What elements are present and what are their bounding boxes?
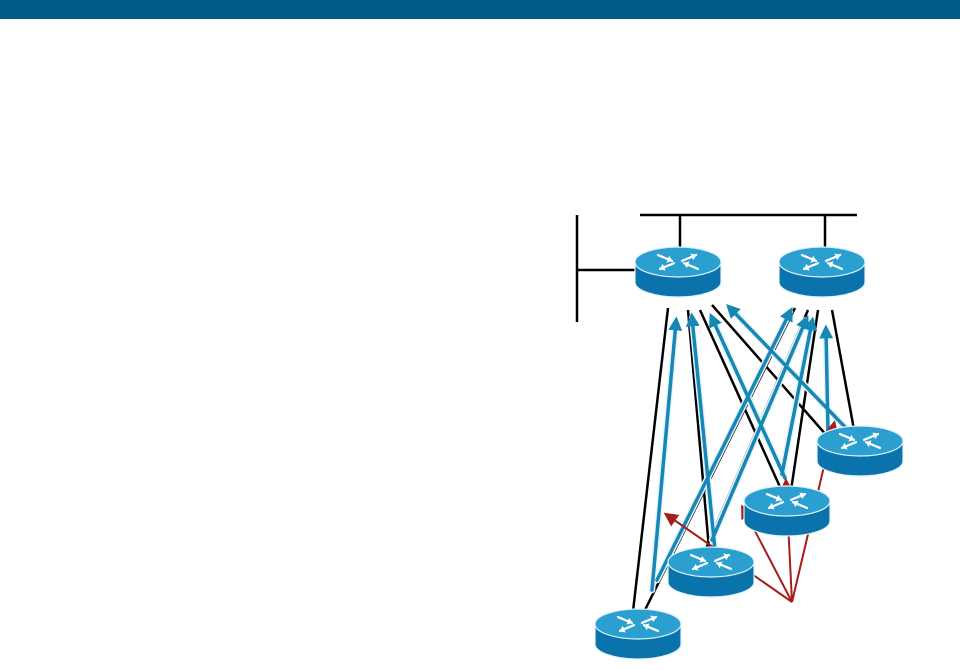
link-r2-r3 — [830, 309, 857, 436]
router-top — [816, 425, 904, 457]
router-top — [743, 485, 831, 517]
router-icon — [656, 253, 700, 271]
router-top — [778, 246, 866, 278]
link-r1-r3 — [711, 304, 829, 438]
path-r5-r2 — [710, 314, 810, 542]
router-r1 — [634, 246, 722, 298]
header-bar — [0, 0, 960, 19]
router-r4 — [743, 485, 831, 537]
router-top — [634, 246, 722, 278]
router-r2 — [778, 246, 866, 298]
router-icon — [616, 615, 660, 633]
link-r1-r5 — [686, 309, 712, 561]
router-icon — [689, 553, 733, 571]
path-r6-r2 — [655, 306, 793, 582]
router-icon — [838, 432, 882, 450]
path-r5-r1 — [685, 312, 717, 552]
path-r3-r2 — [819, 324, 834, 434]
router-top — [594, 608, 682, 640]
router-icon — [800, 253, 844, 271]
router-top — [667, 546, 755, 578]
router-icon — [765, 492, 809, 510]
link-r1-r6 — [630, 307, 670, 621]
traffic-paths — [648, 303, 850, 594]
router-r6 — [594, 608, 682, 660]
path-r6-r1 — [650, 316, 683, 592]
router-r5 — [667, 546, 755, 598]
routers — [594, 246, 904, 660]
router-r3 — [816, 425, 904, 477]
link-r2-r4 — [788, 309, 820, 498]
path-r4-r2 — [780, 316, 818, 476]
